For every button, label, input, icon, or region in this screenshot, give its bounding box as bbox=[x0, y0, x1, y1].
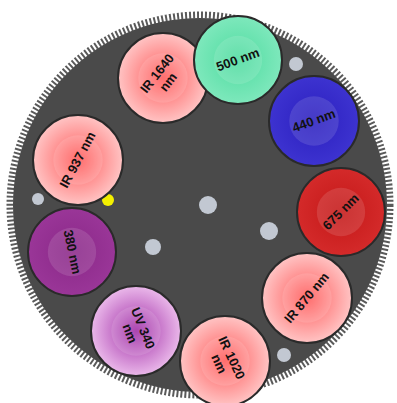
filter-circle: 500 nm bbox=[192, 14, 284, 106]
filter-circle: 675 nm bbox=[295, 166, 387, 258]
hole bbox=[289, 57, 303, 71]
hole bbox=[260, 222, 278, 240]
filter-circle: UV 340 nm bbox=[89, 284, 183, 378]
filter-circle: 440 nm bbox=[267, 74, 361, 168]
hole bbox=[277, 348, 291, 362]
filter-circle: 380 nm bbox=[26, 206, 118, 298]
hole bbox=[145, 239, 161, 255]
filter-circle: IR 937 nm bbox=[31, 113, 125, 207]
hole bbox=[32, 193, 44, 205]
filter-circle: IR 870 nm bbox=[260, 251, 354, 345]
filter-circle: IR 1020 nm bbox=[178, 314, 272, 403]
hole bbox=[199, 196, 217, 214]
